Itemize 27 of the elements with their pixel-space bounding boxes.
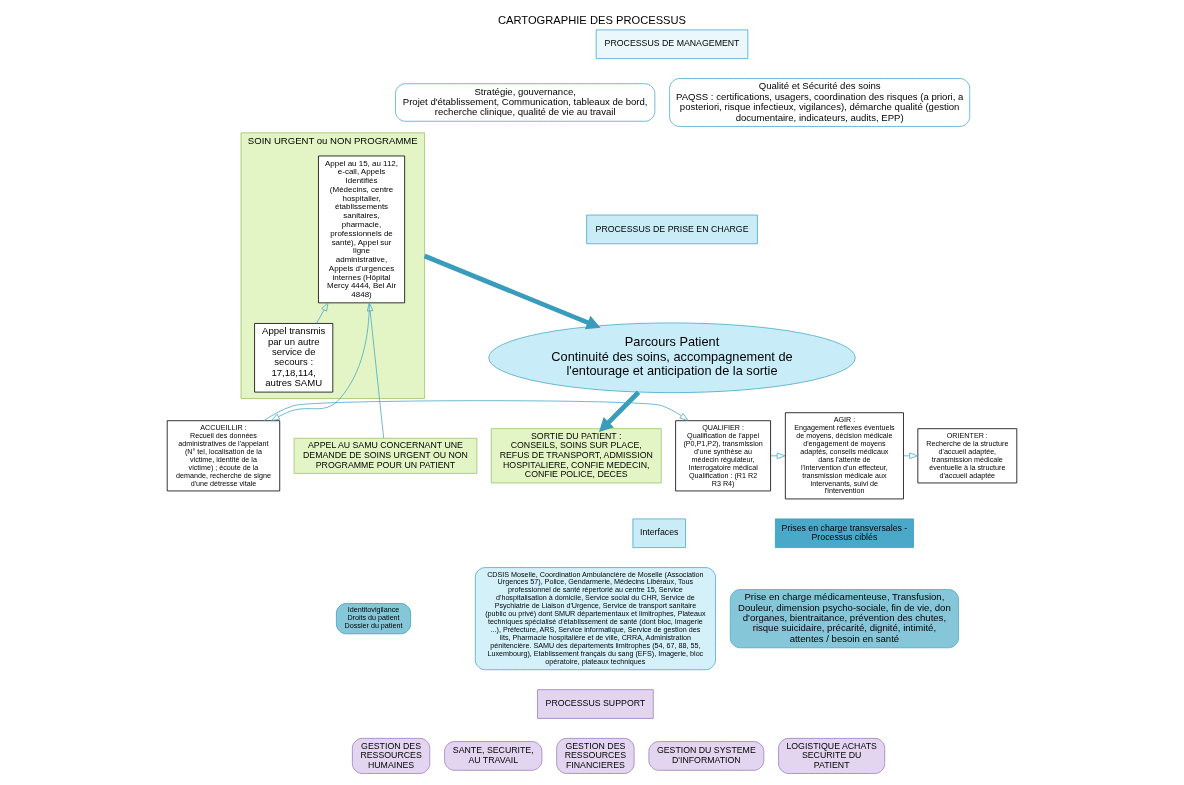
node-ellipse: Parcours Patient Continuité des soins, accompagnement de l'entourage et anticipation de la sortie	[488, 322, 856, 394]
arrow	[271, 302, 370, 421]
node-box: Prise en charge médicamenteuse, Transfusion, Douleur, dimension psycho-sociale, fin de vie, don d'organes, bientraitance, prévention des chutes, risque suicidaire, précarité, dignité, intimité, attentes / besoin en santé	[729, 589, 959, 649]
node-box: PROCESSUS DE MANAGEMENT	[595, 29, 749, 59]
node-box: PROCESSUS SUPPORT	[537, 689, 654, 719]
node-box: Interfaces	[632, 518, 686, 548]
node-box: Prises en charge transversales - Processus ciblés	[774, 518, 914, 548]
arrow	[770, 452, 786, 459]
arrow	[903, 452, 918, 459]
node-box: SANTE, SECURITE, AU TRAVAIL	[444, 741, 543, 771]
node-box: GESTION DU SYSTEME D'INFORMATION	[648, 741, 765, 771]
arrow	[263, 400, 689, 422]
arrow	[599, 390, 641, 433]
node-box: SORTIE DU PATIENT : CONSEILS, SOINS SUR PLACE, REFUS DE TRANSPORT, ADMISSION HOSPITALIERE, CONFIE MEDECIN, CONFIE POLICE, DECES	[490, 428, 662, 484]
node-box: Appel transmis par un autre service de secours : 17,18,114, autres SAMU	[254, 323, 334, 393]
node-box: LOGISTIQUE ACHATS SECURITE DU PATIENT	[778, 737, 886, 774]
arrow	[366, 302, 385, 439]
node-box: PROCESSUS DE PRISE EN CHARGE	[586, 214, 758, 245]
node-box: Qualité et Sécurité des soins PAQSS : certifications, usagers, coordination des risques (a priori, a posteriori, risque infectieux, vigilances), démarche qualité (gestion documentaire, indicateurs, audits, EPP)	[669, 78, 971, 127]
node-box: GESTION DES RESSOURCES FINANCIERES	[556, 737, 635, 774]
node-box: Appel au 15, au 112, e-call, Appels Identifiés (Médecins, centre hospitalier, établissements sanitaires, pharmacie, professionnels de santé), Appel sur ligne administrative, Appels d'urgences internes (Hôpital Mercy 4444, Bel Air 4848)	[318, 155, 406, 304]
node-box: GESTION DES RESSOURCES HUMAINES	[351, 737, 431, 774]
arrow	[423, 253, 601, 330]
diagram-title: CARTOGRAPHIE DES PROCESSUS	[497, 13, 687, 26]
arrow	[316, 302, 329, 324]
node-box: APPEL AU SAMU CONCERNANT UNE DEMANDE DE SOINS URGENT OU NON PROGRAMME POUR UN PATIENT	[293, 437, 478, 474]
node-box: Stratégie, gouvernance, Projet d'établissement, Communication, tableaux de bord, recherche clinique, qualité de vie au travail	[395, 83, 656, 122]
